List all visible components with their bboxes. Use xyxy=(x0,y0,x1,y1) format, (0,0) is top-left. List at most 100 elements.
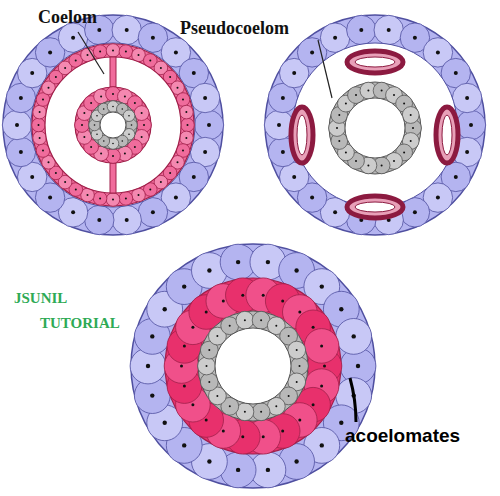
cell-nucleus xyxy=(182,99,184,101)
cell-nucleus xyxy=(19,150,23,154)
cell-nucleus xyxy=(236,468,240,472)
cell-nucleus xyxy=(183,344,186,347)
cell-nucleus xyxy=(42,150,44,152)
cell-nucleus xyxy=(185,137,187,139)
cell-nucleus xyxy=(367,164,369,166)
cell-nucleus xyxy=(87,194,89,196)
cell-layer xyxy=(130,244,376,488)
cell-nucleus xyxy=(355,94,357,96)
cell-nucleus xyxy=(298,311,301,314)
cell-nucleus xyxy=(436,50,440,54)
cell-layer xyxy=(32,44,195,207)
leader-line xyxy=(318,40,332,98)
cell-nucleus xyxy=(403,103,405,105)
cell xyxy=(190,83,219,112)
cell xyxy=(33,105,47,119)
cell-nucleus xyxy=(413,210,417,214)
cell-nucleus xyxy=(180,365,183,368)
cell-nucleus xyxy=(163,421,167,425)
cell-nucleus xyxy=(143,124,145,126)
cell-nucleus xyxy=(339,421,343,425)
cell-nucleus xyxy=(124,153,126,155)
cell-nucleus xyxy=(100,153,102,155)
cell-layer xyxy=(89,101,138,150)
cell xyxy=(180,131,194,145)
cell-nucleus xyxy=(393,94,395,96)
cell xyxy=(106,44,120,58)
cell-nucleus xyxy=(141,112,143,114)
cell-layer xyxy=(2,15,223,234)
cell-nucleus xyxy=(281,96,285,100)
cell-nucleus xyxy=(125,28,129,32)
cell-nucleus xyxy=(203,96,207,100)
cell xyxy=(85,205,114,234)
cell-nucleus xyxy=(125,218,129,222)
cell-nucleus xyxy=(454,71,458,75)
cell-nucleus xyxy=(174,50,178,54)
cell-nucleus xyxy=(15,123,19,127)
pseudocoelomate-section xyxy=(264,15,485,235)
cell xyxy=(291,357,309,375)
cell-nucleus xyxy=(356,364,360,368)
cell-nucleus xyxy=(103,108,105,110)
cell-nucleus xyxy=(244,411,246,413)
cell-nucleus xyxy=(38,124,40,126)
cell-nucleus xyxy=(208,381,210,383)
cell-nucleus xyxy=(48,87,50,89)
cell-nucleus xyxy=(192,175,196,179)
cell-nucleus xyxy=(125,51,127,53)
cell-nucleus xyxy=(48,50,52,54)
cell-nucleus xyxy=(83,136,85,138)
cell-nucleus xyxy=(296,349,298,351)
cell xyxy=(119,192,133,206)
cell-nucleus xyxy=(141,136,143,138)
cell-nucleus xyxy=(352,334,356,338)
cell xyxy=(456,110,485,139)
cell-nucleus xyxy=(75,189,77,191)
cell xyxy=(400,198,429,227)
cell-layer xyxy=(75,87,152,164)
cell-nucleus xyxy=(207,459,211,463)
cell-nucleus xyxy=(333,210,337,214)
cell-nucleus xyxy=(469,123,473,127)
cell-nucleus xyxy=(260,319,262,321)
cell-nucleus xyxy=(454,175,458,179)
cell xyxy=(198,357,216,375)
cell-nucleus xyxy=(323,365,326,368)
cell-nucleus xyxy=(90,146,92,148)
cell-nucleus xyxy=(288,395,290,397)
cell-nucleus xyxy=(75,60,77,62)
cell xyxy=(181,118,195,132)
cell-nucleus xyxy=(30,71,34,75)
cell-nucleus xyxy=(81,124,83,126)
cell-nucleus xyxy=(191,326,194,329)
cell-nucleus xyxy=(260,411,262,413)
cell xyxy=(93,45,107,59)
cell-nucleus xyxy=(149,60,151,62)
cell-nucleus xyxy=(182,284,186,288)
cell-nucleus xyxy=(185,111,187,113)
cell-nucleus xyxy=(99,51,101,53)
cell-nucleus xyxy=(281,150,285,154)
cell-nucleus xyxy=(122,108,124,110)
cell-nucleus xyxy=(310,50,314,54)
cell-nucleus xyxy=(355,160,357,162)
cell-nucleus xyxy=(112,199,114,201)
cell-nucleus xyxy=(387,28,391,32)
cell-nucleus xyxy=(64,181,66,183)
cell-nucleus xyxy=(292,175,296,179)
cell-nucleus xyxy=(64,67,66,69)
cell-nucleus xyxy=(128,134,130,136)
cell-nucleus xyxy=(87,54,89,56)
cell-nucleus xyxy=(381,164,383,166)
cell-nucleus xyxy=(208,349,210,351)
cell-nucleus xyxy=(465,96,469,100)
cell xyxy=(112,205,141,234)
coelom-label: Coelom xyxy=(38,7,97,28)
cell-nucleus xyxy=(298,419,301,422)
cell-nucleus xyxy=(99,197,101,199)
cell xyxy=(180,105,194,119)
cell-nucleus xyxy=(169,76,171,78)
cell-nucleus xyxy=(151,210,155,214)
